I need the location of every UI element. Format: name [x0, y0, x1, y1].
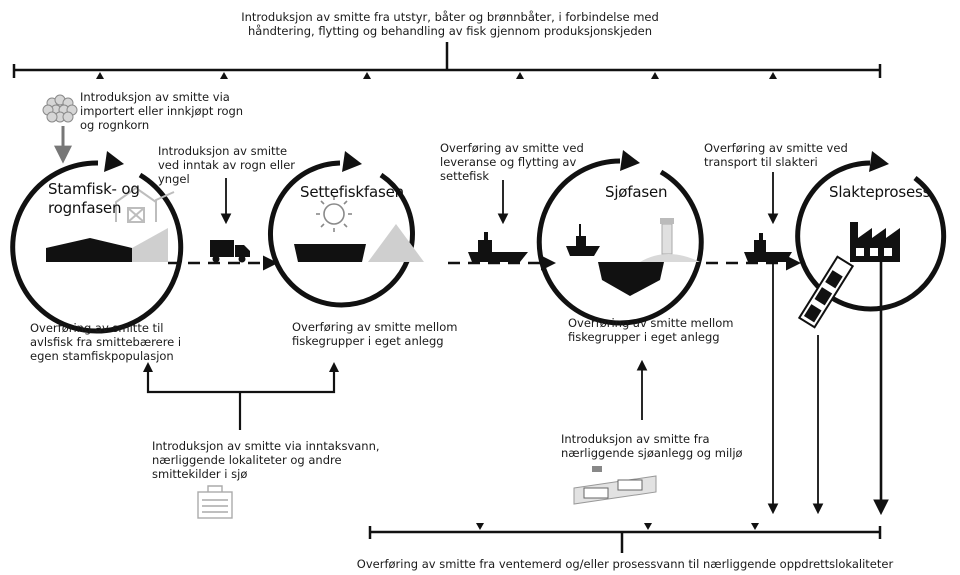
stage-title-settefisk: Settefiskfasen [300, 183, 404, 201]
label-fiskegrupper-settefisk: Overføring av smitte mellom fiskegrupper… [292, 320, 458, 348]
top-label: Introduksjon av smitte fra utstyr, båter… [170, 10, 730, 38]
lighthouse-icon [640, 218, 700, 262]
top-label-line: håndtering, flytting og behandling av fi… [247, 24, 653, 38]
water-intake-icon [197, 485, 233, 519]
label-transport: Overføring av smitte ved transport til s… [704, 141, 848, 169]
stage-cycle-sjo [536, 150, 704, 326]
roe-icon [42, 94, 78, 123]
label-leveranse: Overføring av smitte ved leveranse og fl… [440, 141, 584, 183]
outlet-arrows [767, 262, 889, 516]
stage-title-slakt: Slakteprosess [829, 183, 931, 201]
barn-icon [115, 186, 175, 223]
sea-farm-icon [573, 466, 657, 505]
conveyor-icon [797, 255, 855, 329]
wellboat-icon [744, 233, 792, 262]
bottom-label: Overføring av smitte fra ventemerd og/el… [356, 557, 894, 571]
label-fiskegrupper-sjo: Overføring av smitte mellom fiskegrupper… [568, 316, 734, 344]
hatchery-building-icon [46, 228, 168, 262]
truck-icon [210, 240, 250, 263]
bottom-bracket [368, 523, 882, 553]
label-inntak-rogn: Introduksjon av smitte ved inntak av rog… [158, 144, 296, 186]
stage-cycle-stamfisk [10, 151, 184, 334]
top-label-line: Introduksjon av smitte fra utstyr, båter… [241, 10, 659, 24]
sun-icon [316, 196, 352, 232]
label-rogn-import: Introduksjon av smitte via importert ell… [80, 90, 244, 132]
label-avlsfisk: Overføring av smitte til avlsfisk fra sm… [30, 321, 182, 363]
tank-icon [294, 244, 366, 262]
net-pen-icon [598, 262, 664, 296]
salt-pile-icon [368, 224, 424, 262]
label-inntaksvann: Introduksjon av smitte via inntaksvann, … [152, 439, 380, 481]
wellboat-icon [468, 232, 528, 262]
top-bracket [12, 42, 882, 79]
fishing-boat-icon [566, 224, 600, 256]
stage-cycle-slakt [795, 151, 947, 312]
stage-cycle-settefisk [267, 151, 415, 308]
stage-title-stamfisk: Stamfisk- og rognfasen [48, 180, 140, 217]
factory-icon [850, 222, 900, 262]
stage-title-sjo: Sjøfasen [605, 183, 668, 201]
intake-water-bracket [143, 362, 339, 430]
label-sjoanlegg: Introduksjon av smitte fra nærliggende s… [561, 432, 743, 460]
